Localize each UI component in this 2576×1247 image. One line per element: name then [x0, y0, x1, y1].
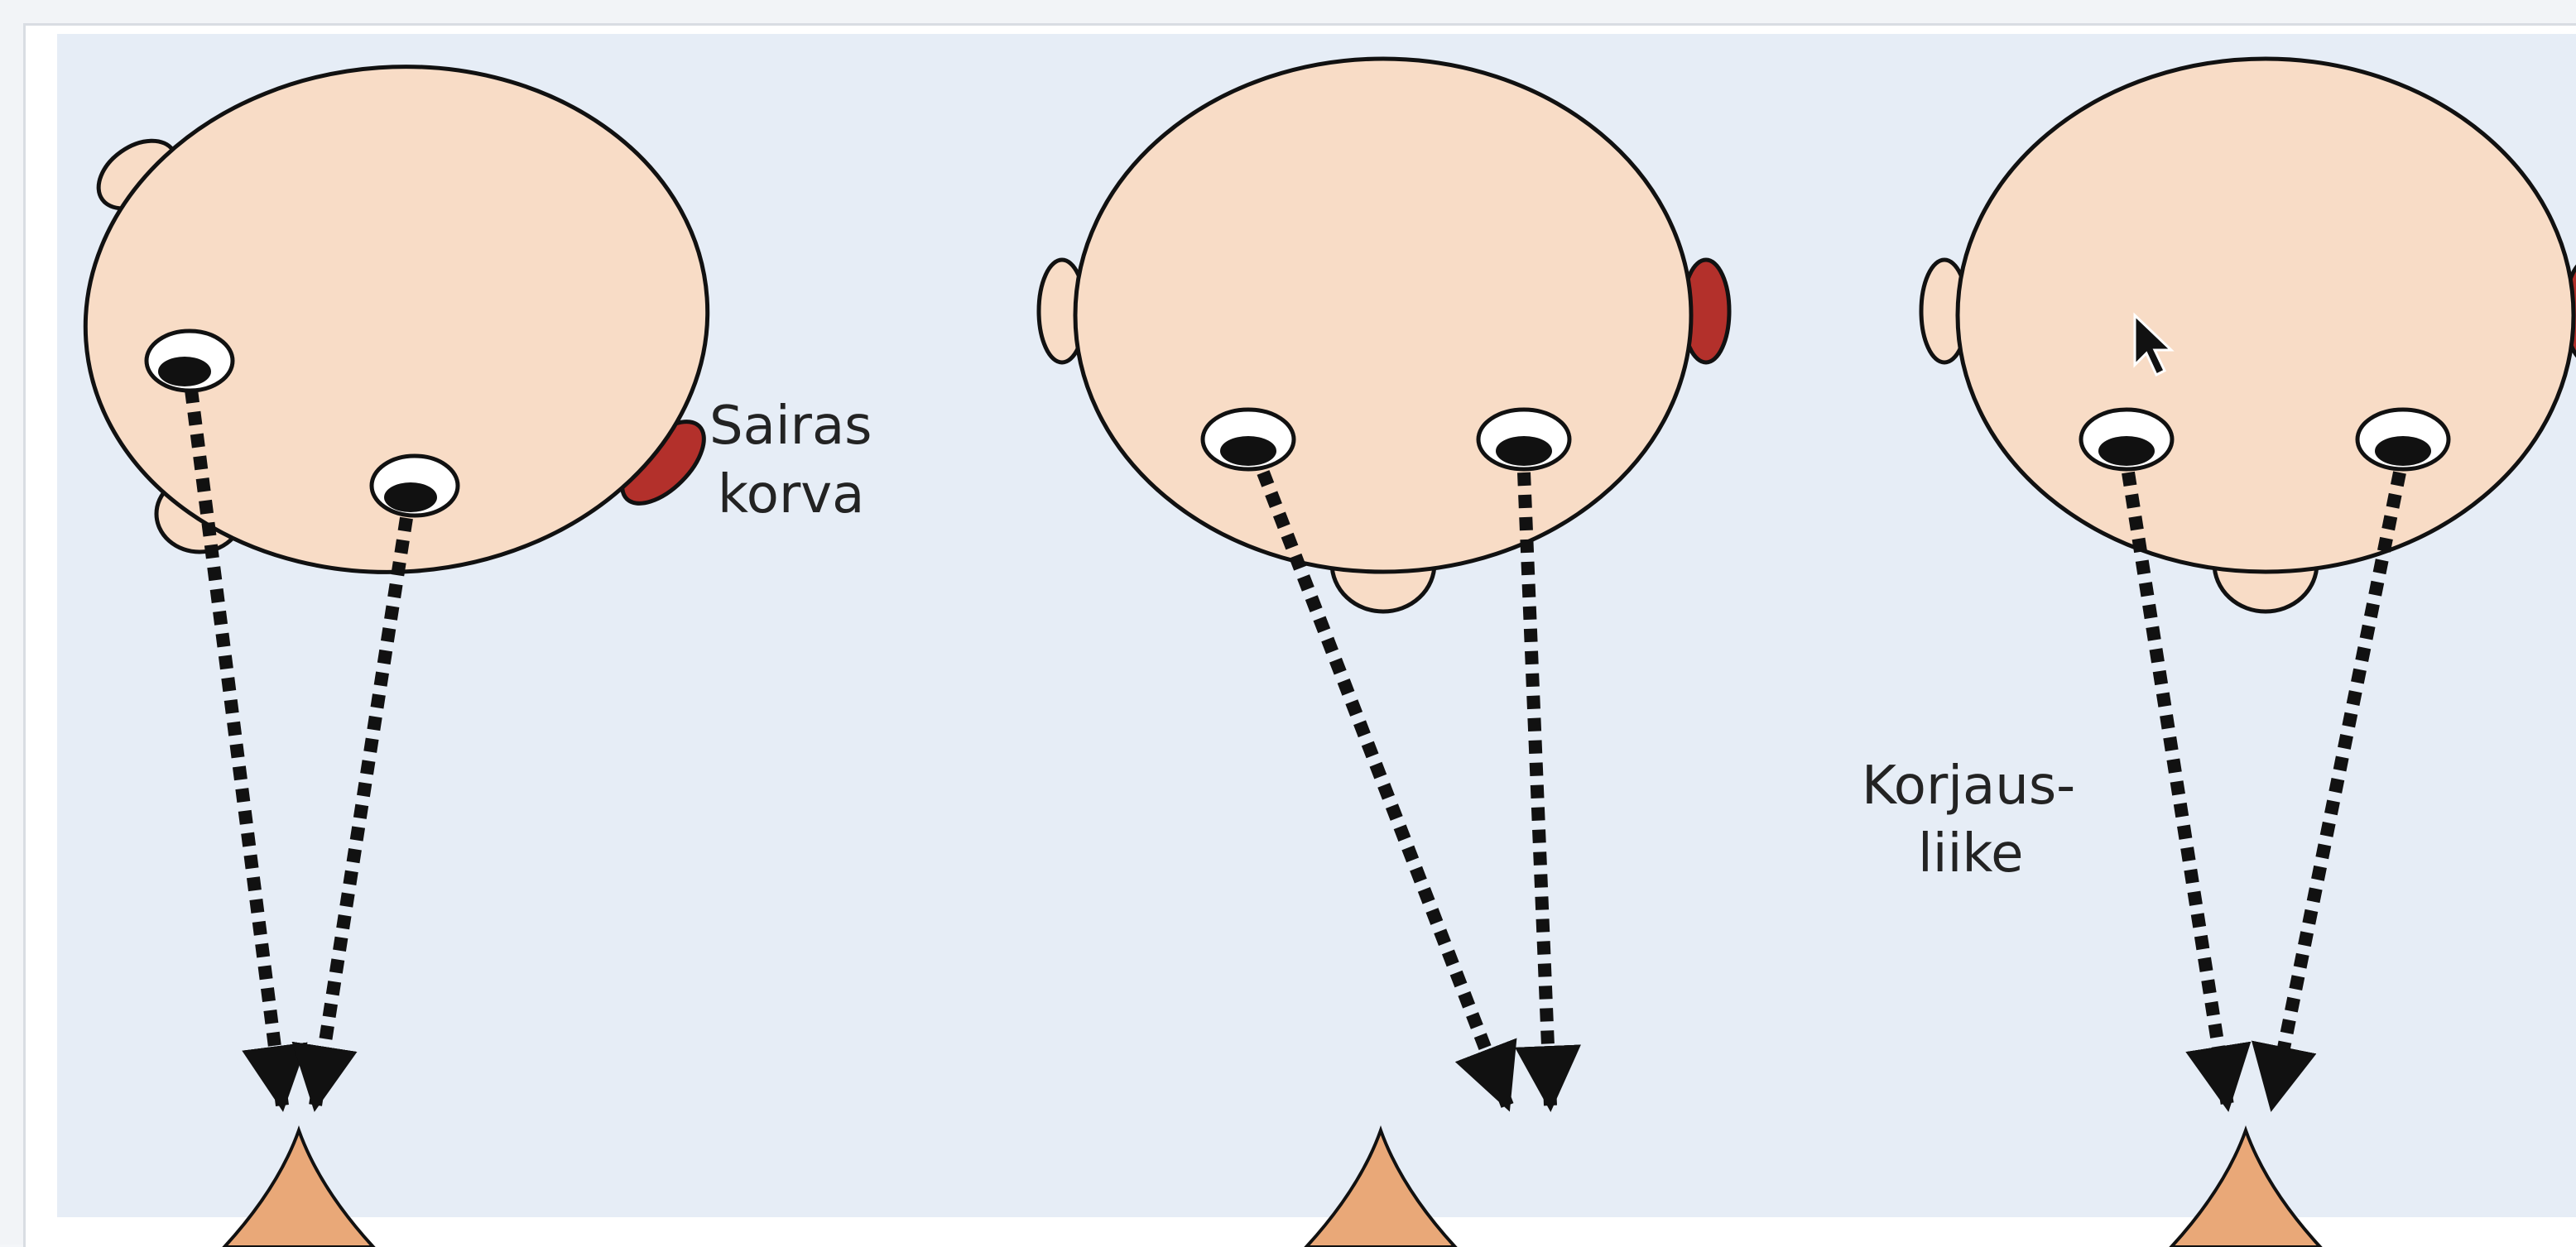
- head: [1958, 59, 2574, 572]
- correction-label-line1: Korjaus-: [1862, 755, 2075, 817]
- sick-ear-label-line2: korva: [718, 464, 864, 525]
- right-eye: [372, 456, 458, 516]
- right-eye: [2357, 410, 2449, 469]
- left-eye: [147, 331, 233, 391]
- image-frame: Sairas korva: [23, 23, 2576, 1247]
- left-eye: [1203, 410, 1294, 469]
- correction-label-line2: liike: [1918, 823, 2024, 885]
- left-eye: [2081, 410, 2172, 469]
- head: [1075, 59, 1691, 572]
- sick-ear-label-line1: Sairas: [709, 396, 872, 457]
- right-eye: [1478, 410, 1569, 469]
- vestibular-diagram: Sairas korva: [26, 26, 2576, 1247]
